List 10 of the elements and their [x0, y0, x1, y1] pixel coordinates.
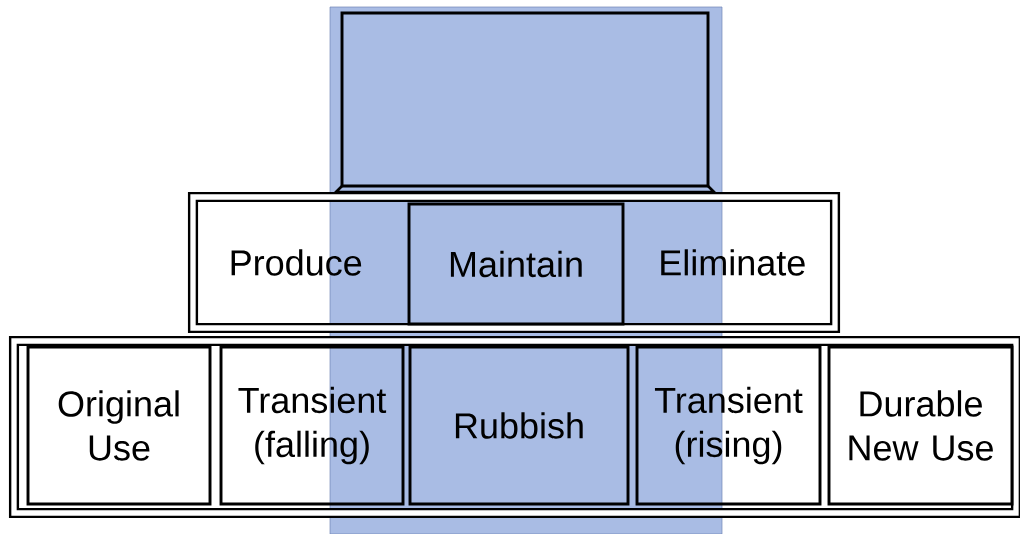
label-box: Transient (falling): [219, 345, 405, 506]
empty-box: [332, 11, 718, 194]
box-label: Produce: [231, 249, 362, 276]
label-box: Maintain: [407, 202, 625, 326]
label-box: Rubbish: [408, 345, 630, 506]
label-box: Original Use: [26, 345, 212, 506]
label-box: Transient (rising): [635, 345, 822, 506]
box-label: Eliminate: [661, 249, 805, 276]
label-box: Durable New Use: [827, 345, 1014, 506]
frame-box: [8, 335, 1020, 519]
